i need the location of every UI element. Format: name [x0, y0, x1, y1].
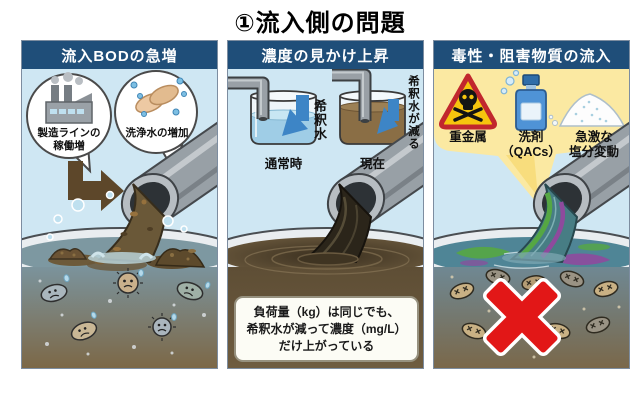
washing-speech-bubble — [114, 70, 198, 174]
detergent-bottle-icon — [500, 69, 547, 131]
concentration-note: 負荷量（kg）は同じでも、 希釈水が減って濃度（mg/L） だけ上がっている — [234, 296, 419, 363]
salt-label: 急激な 塩分変動 — [568, 130, 619, 159]
salt-pile-icon — [548, 93, 626, 127]
factory-bubble-label: 製造ラインの 稼働増 — [37, 127, 101, 153]
faucet-icon — [332, 69, 372, 123]
warning-skull-icon — [439, 73, 497, 130]
panel-bod: 流入BODの急増 — [21, 40, 218, 369]
discharge-stream — [502, 183, 579, 264]
panel-bod-body: 製造ラインの 稼働増 洗浄水の増加 — [22, 69, 217, 368]
detergent-label: 洗剤 （QACs） — [501, 130, 561, 159]
bod-illustration — [22, 69, 217, 368]
heavy-metal-label: 重金属 — [449, 130, 487, 144]
beaker-current-label: 現在 — [359, 157, 385, 171]
dilution-decrease-label: 希釈水が減る — [407, 75, 419, 150]
discharge-stream — [297, 183, 373, 266]
toxic-illustration — [434, 69, 629, 368]
panel-row: 流入BODの急増 — [21, 40, 630, 369]
beaker-normal-label: 通常時 — [264, 157, 303, 171]
factory-speech-bubble — [26, 72, 112, 174]
factory-icon — [45, 72, 93, 124]
dilution-water-label: 希釈水 — [312, 99, 327, 141]
bacteria-group — [38, 268, 211, 356]
panel-toxic-body: 重金属 洗剤 （QACs） 急激な 塩分変動 — [434, 69, 629, 368]
panel-concentration-header: 濃度の見かけ上昇 — [228, 41, 423, 69]
dilution-arrow-icon — [282, 95, 309, 136]
handwash-icon — [130, 77, 187, 117]
washing-bubble-label: 洗浄水の増加 — [125, 127, 189, 139]
panel-toxic: 毒性・阻害物質の流入 — [433, 40, 630, 369]
panel-toxic-header: 毒性・阻害物質の流入 — [434, 41, 629, 69]
page-title: ①流入側の問題 — [234, 10, 406, 37]
panel-concentration-body: 希釈水 希釈水が減る 通常時 現在 負荷量（kg）は同じでも、 希釈水が減って濃… — [228, 69, 423, 368]
red-x-icon — [482, 277, 562, 357]
panel-concentration: 濃度の見かけ上昇 — [227, 40, 424, 369]
dilution-decrease-arrow-icon — [377, 99, 399, 134]
bubbles — [46, 190, 188, 241]
faucet-icon — [228, 76, 270, 121]
panel-bod-header: 流入BODの急増 — [22, 41, 217, 69]
